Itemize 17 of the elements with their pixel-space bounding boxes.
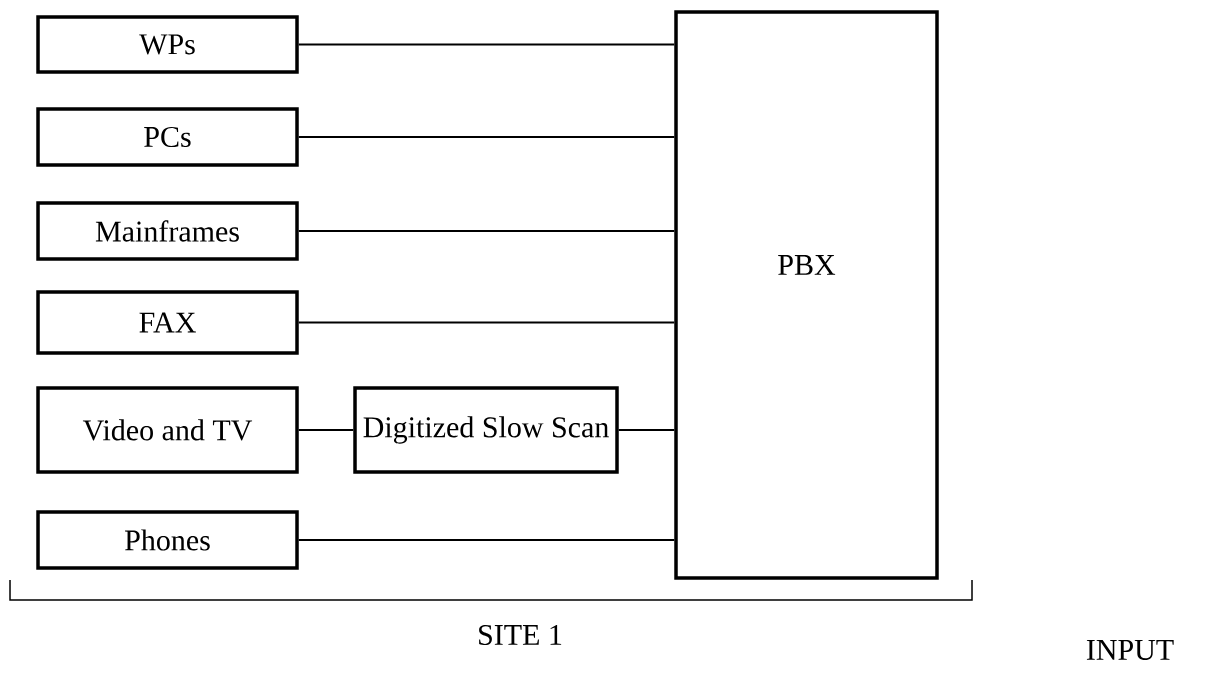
device-box: Mainframes: [36, 201, 299, 261]
connector-line: [297, 539, 676, 541]
connector-line: [617, 429, 676, 431]
exchange-box: PBX: [674, 10, 939, 580]
label-text: SITE 1: [479, 624, 562, 646]
connector-line: [297, 321, 676, 324]
device-box: Digitized Slow Scan: [353, 386, 619, 474]
device-box: Phones: [36, 510, 299, 570]
connector-line: [297, 230, 676, 232]
connector-line: [297, 429, 355, 431]
device-box: PCs: [36, 107, 299, 167]
device-box: FAX: [36, 290, 299, 355]
label-text: INPUT: [1086, 640, 1174, 660]
device-box: WPs: [36, 15, 299, 74]
connector-line: [297, 136, 676, 138]
device-box: Video and TV: [36, 386, 299, 474]
connector-line: [297, 43, 676, 46]
